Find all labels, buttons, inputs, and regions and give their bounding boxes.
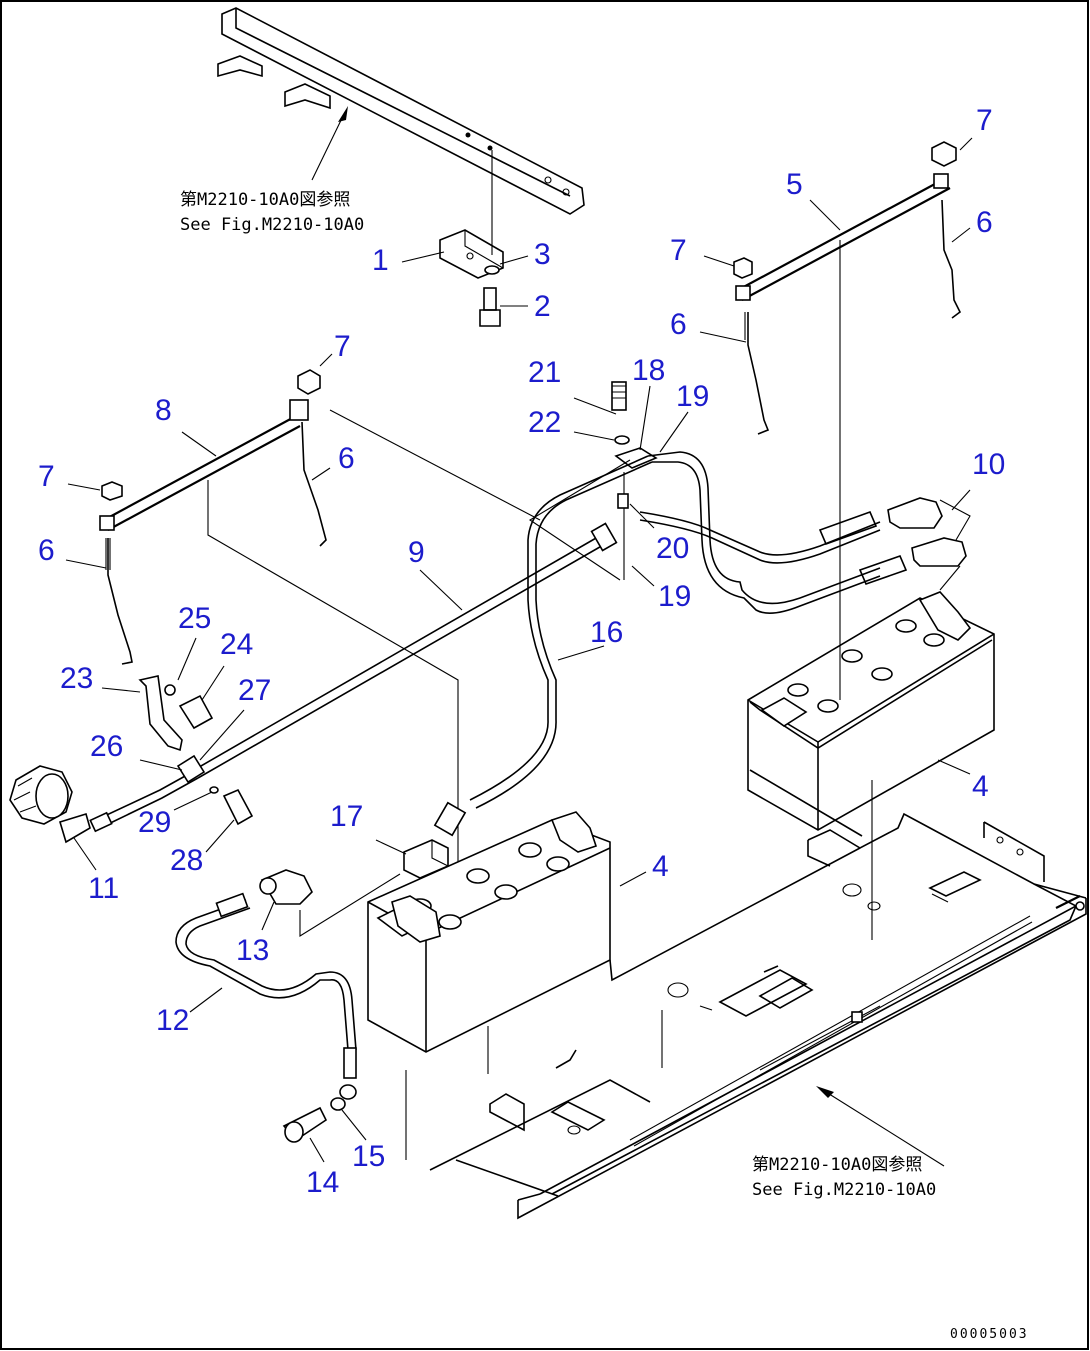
label-part-16: 16	[590, 616, 623, 649]
label-part-11: 11	[88, 872, 119, 905]
battery-relay-part-11	[9, 765, 91, 844]
label-part-6-b: 6	[670, 308, 687, 341]
washer-part-15	[330, 1097, 346, 1111]
label-part-17: 17	[330, 800, 363, 833]
label-part-20: 20	[656, 532, 689, 565]
label-part-24: 24	[220, 628, 253, 661]
j-bolt-part-6-right-mid	[747, 312, 770, 435]
nut-part-7-top-right	[931, 141, 957, 167]
label-part-7-b: 7	[670, 234, 687, 267]
label-part-12: 12	[156, 1004, 189, 1037]
ref-bottom-arrow-head	[816, 1086, 834, 1098]
rail-harness	[629, 895, 1085, 1147]
terminal-part-13	[259, 869, 313, 905]
bracket-part-23	[138, 675, 183, 752]
terminal-cover-part-17	[403, 839, 449, 879]
j-bolt-part-6-right-top	[941, 199, 962, 319]
battery-clamp-left	[99, 399, 309, 531]
j-bolt-part-6-left-top	[301, 421, 327, 547]
bolt-part-28	[222, 788, 254, 826]
relay-bracket-parts-18-22	[611, 381, 658, 580]
part-labels: 1 2 3 4 4 5 6 6 6 6 7 7 7 7 8 9 10 11 12…	[38, 104, 1005, 1199]
battery-left	[367, 811, 611, 1053]
label-part-3: 3	[534, 238, 551, 271]
washer-part-25	[164, 684, 176, 696]
leader-lines	[65, 137, 973, 1163]
label-part-23: 23	[60, 662, 93, 695]
label-part-19-b: 19	[658, 580, 691, 613]
label-part-8: 8	[155, 394, 172, 427]
terminal-part-10	[818, 497, 967, 586]
ref-bottom-line1: 第M2210-10A0図参照	[752, 1155, 922, 1175]
label-part-6-c: 6	[338, 442, 355, 475]
washer-part-29	[209, 786, 219, 794]
battery-box-floor	[405, 769, 1087, 1160]
cable-part-12	[175, 892, 357, 1100]
label-part-29: 29	[138, 806, 171, 839]
j-bolt-part-6-left	[107, 538, 133, 665]
label-part-22: 22	[528, 406, 561, 439]
nut-part-7-left	[101, 481, 123, 501]
cable-part-16	[469, 451, 881, 809]
nut-part-7-mid	[733, 257, 753, 279]
clamp-part-26	[176, 754, 206, 784]
label-part-4-right: 4	[972, 770, 989, 803]
top-frame-member	[217, 7, 585, 215]
label-part-28: 28	[170, 844, 203, 877]
label-part-10: 10	[972, 448, 1005, 481]
label-part-2: 2	[534, 290, 551, 323]
ref-top-line2: See Fig.M2210-10A0	[180, 215, 364, 235]
ref-top-line1: 第M2210-10A0図参照	[180, 190, 350, 210]
figure-part-code: 00005003	[950, 1327, 1029, 1342]
washer-part-3	[484, 265, 500, 275]
label-part-27: 27	[238, 674, 271, 707]
label-part-25: 25	[178, 602, 211, 635]
nut-part-7-left-top	[297, 369, 321, 395]
label-part-7-a: 7	[976, 104, 993, 137]
bracket-part-1	[439, 229, 504, 279]
bolt-part-24	[178, 694, 214, 730]
label-part-21: 21	[528, 356, 561, 389]
label-part-26: 26	[90, 730, 123, 763]
label-part-14: 14	[306, 1166, 339, 1199]
ref-top-arrow-line	[311, 111, 346, 181]
label-part-1: 1	[372, 244, 389, 277]
ref-top-arrow-head	[338, 106, 348, 122]
label-part-6-d: 6	[38, 534, 55, 567]
label-part-15: 15	[352, 1140, 385, 1173]
label-part-18: 18	[632, 354, 665, 387]
label-part-5: 5	[786, 168, 803, 201]
battery-clamp-right	[735, 173, 951, 301]
ref-bottom-line2: See Fig.M2210-10A0	[752, 1180, 936, 1200]
ref-bottom-arrow-line	[825, 1091, 945, 1167]
cable-part-9	[193, 522, 618, 779]
battery-right	[747, 591, 995, 831]
label-part-6-a: 6	[976, 206, 993, 239]
label-part-4-left: 4	[652, 850, 669, 883]
label-part-19-a: 19	[676, 380, 709, 413]
label-part-7-c: 7	[334, 330, 351, 363]
bolt-part-2	[479, 287, 501, 327]
label-part-7-d: 7	[38, 460, 55, 493]
label-part-9: 9	[408, 536, 425, 569]
label-part-13: 13	[236, 934, 269, 967]
guide-line-left-clamp	[207, 480, 459, 880]
